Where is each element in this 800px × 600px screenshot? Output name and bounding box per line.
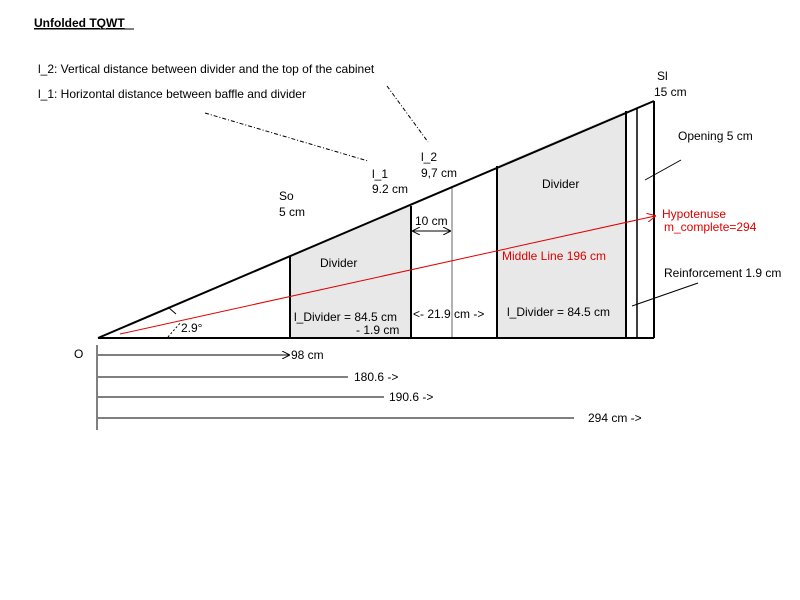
reinforcement-leader — [631, 282, 699, 307]
gap-10cm-label: 10 cm — [415, 214, 448, 228]
sl-value: 15 cm — [654, 85, 687, 99]
divider-left-label: Divider — [320, 256, 357, 270]
l1-value: 9.2 cm — [372, 182, 408, 196]
reinforcement-label: Reinforcement 1.9 cm — [664, 266, 781, 280]
diagram-title: Unfolded TQWT — [34, 16, 125, 30]
middle-line-label: Middle Line 196 cm — [502, 249, 606, 263]
middle-line — [119, 216, 655, 335]
l-divider-left-line2: - 1.9 cm — [356, 323, 399, 337]
hypotenuse-label: Hypotenuse — [662, 207, 726, 221]
gap-21-9-label: <- 21.9 cm -> — [413, 307, 484, 321]
l1-leader-line — [204, 112, 369, 162]
opening-leader — [644, 159, 682, 181]
m-complete-label: m_complete=294 — [664, 220, 757, 234]
angle-leader — [167, 321, 182, 338]
l-divider-right-label: l_Divider = 84.5 cm — [507, 305, 610, 319]
l1-name: l_1 — [372, 167, 388, 181]
l2-name: l_2 — [421, 150, 437, 164]
dim-180-label: 180.6 -> — [354, 370, 398, 384]
left-divider-chamber — [290, 206, 411, 338]
so-name: So — [279, 189, 294, 203]
legend-l2: l_2: Vertical distance between divider a… — [38, 62, 375, 76]
dim-98-label: 98 cm — [291, 348, 324, 362]
l2-value: 9,7 cm — [421, 166, 457, 180]
dim-294-label: 294 cm -> — [588, 411, 642, 425]
right-divider-chamber — [497, 111, 626, 338]
opening-label: Opening 5 cm — [678, 129, 753, 143]
l-divider-left-line1: l_Divider = 84.5 cm — [294, 310, 397, 324]
sl-name: Sl — [657, 69, 668, 83]
legend-l1: l_1: Horizontal distance between baffle … — [38, 87, 306, 101]
angle-label: 2.9° — [181, 321, 203, 335]
hypotenuse-edge — [97, 100, 655, 339]
origin-label: O — [74, 347, 83, 361]
angle-arc-line — [167, 306, 177, 315]
dim-190-label: 190.6 -> — [389, 390, 433, 404]
l2-leader-line — [386, 85, 429, 143]
divider-right-label: Divider — [542, 177, 579, 191]
so-value: 5 cm — [279, 205, 305, 219]
